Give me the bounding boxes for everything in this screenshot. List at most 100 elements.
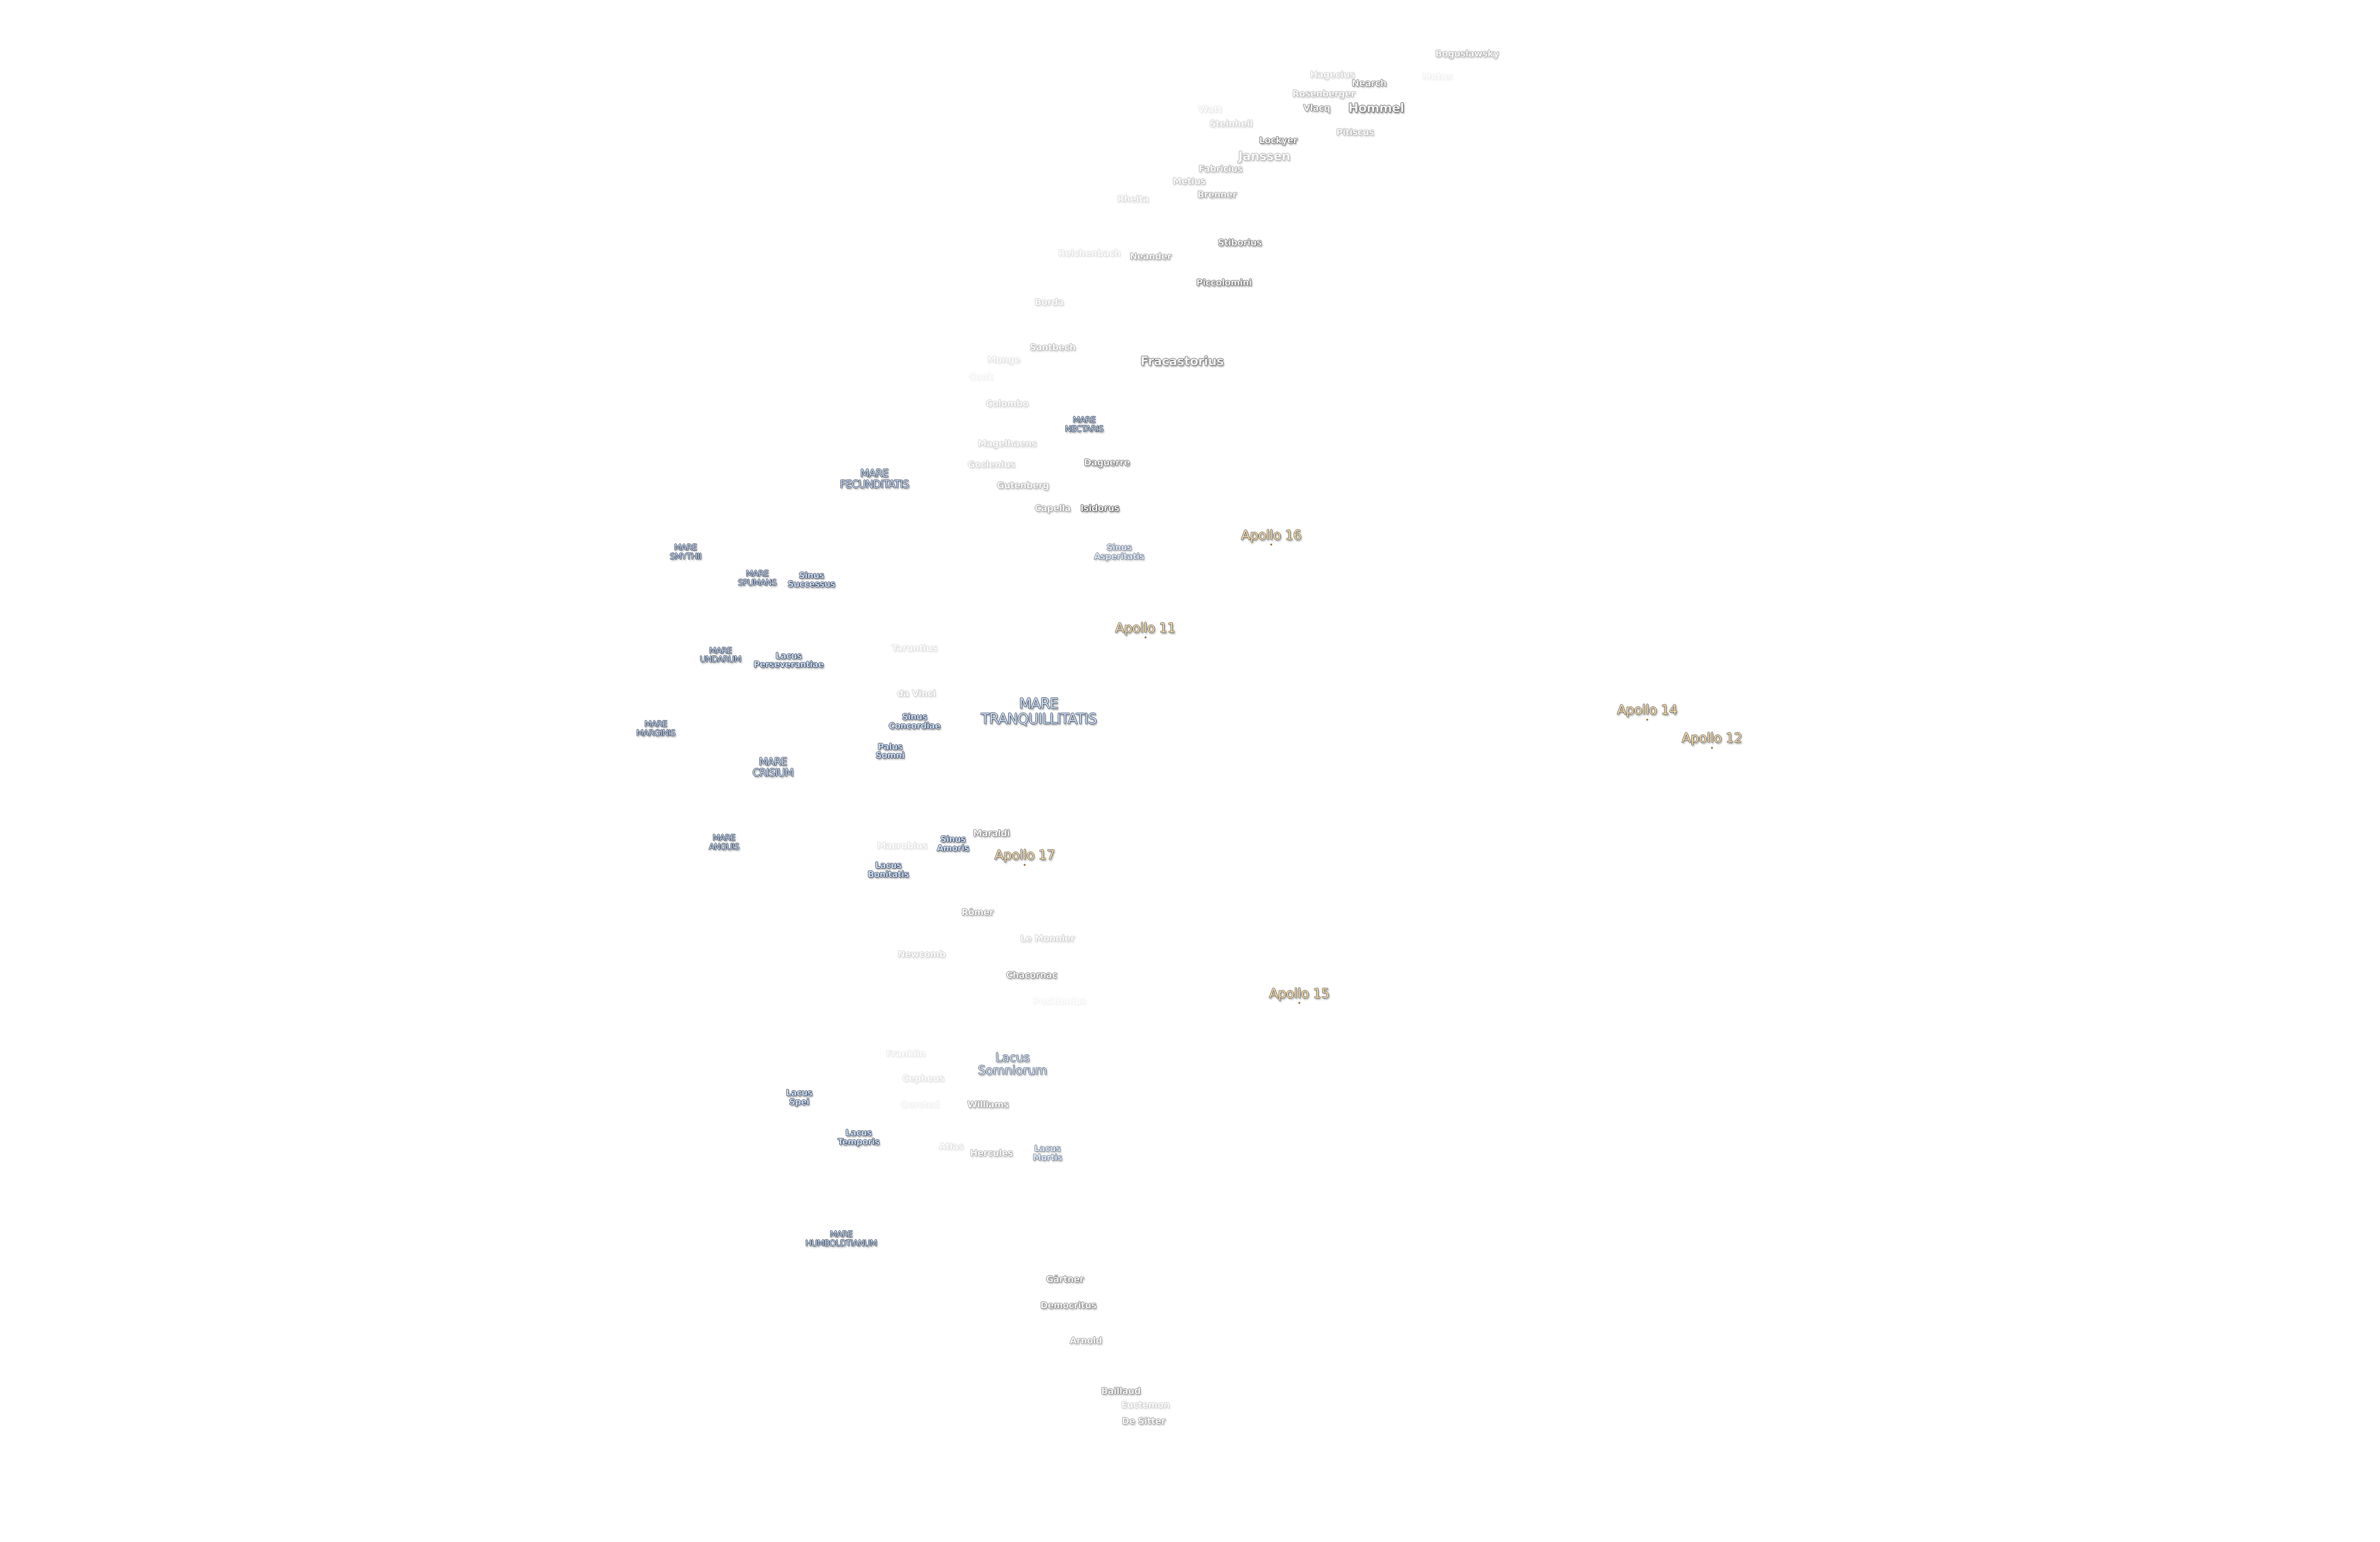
feature-label-pitiscus[interactable]: Pitiscus <box>1336 128 1374 138</box>
feature-name: De Sitter <box>1121 1415 1166 1426</box>
feature-label-watt[interactable]: Watt <box>1198 105 1222 115</box>
feature-label-baillaud[interactable]: Baillaud <box>1101 1386 1140 1396</box>
feature-label-mare-humboldtianum[interactable]: MARE HUMBOLDTIANUM <box>805 1229 877 1249</box>
feature-label-cepheus[interactable]: Cepheus <box>902 1074 944 1084</box>
feature-label-taruntius[interactable]: Taruntius <box>892 643 937 653</box>
feature-label-lockyer[interactable]: Lockyer <box>1259 136 1298 146</box>
feature-label-lacus-spei[interactable]: Lacus Spei <box>786 1088 813 1107</box>
feature-label-lacus-temporis[interactable]: Lacus Temporis <box>838 1129 880 1147</box>
feature-label-rosenberger[interactable]: Rosenberger <box>1292 89 1355 99</box>
feature-label-lacus-mortis[interactable]: Lacus Mortis <box>1033 1145 1062 1163</box>
feature-name: Franklin <box>886 1048 926 1059</box>
feature-label-capella[interactable]: Capella <box>1035 504 1071 514</box>
feature-label-sinus-amoris[interactable]: Sinus Amoris <box>937 835 969 853</box>
feature-label-lacus-somniorum[interactable]: Lacus Somniorum <box>978 1051 1047 1078</box>
feature-name: Römer <box>961 907 994 918</box>
feature-label-römer[interactable]: Römer <box>961 907 994 918</box>
feature-label-gärtner[interactable]: Gärtner <box>1046 1275 1084 1285</box>
feature-label-democritus[interactable]: Democritus <box>1041 1301 1097 1311</box>
feature-label-mare-tranquillitatis[interactable]: MARE TRANQUILLITATIS <box>981 696 1097 727</box>
feature-label-macrobius[interactable]: Macrobius <box>877 841 928 851</box>
landing-site-apollo-14[interactable]: Apollo 14 <box>1617 703 1677 721</box>
feature-label-brenner[interactable]: Brenner <box>1197 190 1237 200</box>
landing-site-apollo-16[interactable]: Apollo 16 <box>1241 527 1301 546</box>
feature-name: Brenner <box>1197 189 1237 200</box>
feature-label-franklin[interactable]: Franklin <box>886 1049 926 1059</box>
feature-label-oersted[interactable]: Oersted <box>900 1100 939 1110</box>
feature-label-isidorus[interactable]: Isidorus <box>1081 504 1120 514</box>
landing-site-apollo-15[interactable]: Apollo 15 <box>1269 986 1329 1004</box>
feature-label-newcomb[interactable]: Newcomb <box>898 949 946 959</box>
feature-label-mare-anguis[interactable]: MARE ANGUIS <box>709 833 740 852</box>
feature-label-janssen[interactable]: Janssen <box>1238 149 1290 163</box>
feature-name: Fabricius <box>1198 164 1243 175</box>
feature-name: MARE SMYTHII <box>669 542 702 562</box>
feature-label-hommel[interactable]: Hommel <box>1348 101 1404 115</box>
landing-site-apollo-11[interactable]: Apollo 11 <box>1115 621 1176 639</box>
feature-name: MARE MARGINIS <box>636 719 676 738</box>
feature-label-cook[interactable]: Cook <box>969 373 993 383</box>
feature-label-rheita[interactable]: Rheita <box>1117 194 1149 204</box>
feature-label-arnold[interactable]: Arnold <box>1070 1336 1102 1346</box>
landing-site-apollo-17[interactable]: Apollo 17 <box>994 847 1055 866</box>
feature-label-mare-marginis[interactable]: MARE MARGINIS <box>636 719 676 738</box>
feature-name: Apollo 16 <box>1241 527 1301 543</box>
feature-name: Cook <box>969 372 993 383</box>
feature-label-hercules[interactable]: Hercules <box>970 1149 1013 1159</box>
feature-label-atlas[interactable]: Atlas <box>939 1142 963 1152</box>
feature-label-sinus-asperitatis[interactable]: Sinus Asperitatis <box>1094 543 1144 562</box>
feature-name: Isidorus <box>1080 503 1120 514</box>
feature-label-hagecius[interactable]: Hagecius <box>1310 70 1355 80</box>
landing-site-marker-icon <box>1646 719 1648 721</box>
feature-label-fracastorius[interactable]: Fracastorius <box>1140 355 1224 368</box>
feature-label-sinus-concordiae[interactable]: Sinus Concordiae <box>889 712 941 731</box>
feature-name: MARE HUMBOLDTIANUM <box>805 1229 877 1249</box>
feature-label-piccolomini[interactable]: Piccolomini <box>1196 278 1252 288</box>
feature-label-metius[interactable]: Metius <box>1172 177 1206 187</box>
feature-label-maraldi[interactable]: Maraldi <box>973 829 1010 839</box>
feature-label-goclenius[interactable]: Goclenius <box>968 460 1015 470</box>
feature-label-nearch[interactable]: Nearch <box>1352 79 1387 89</box>
feature-label-posidonius[interactable]: Posidonius <box>1033 997 1086 1007</box>
feature-label-lacus-perseverantiae[interactable]: Lacus Perseverantiae <box>754 652 824 670</box>
feature-label-da-vinci[interactable]: da Vinci <box>897 689 936 699</box>
feature-label-daguerre[interactable]: Daguerre <box>1084 458 1130 468</box>
feature-label-palus-somni[interactable]: Palus Somni <box>875 742 904 761</box>
feature-label-mare-fecunditatis[interactable]: MARE FECUNDITATIS <box>840 468 909 490</box>
feature-label-stiborius[interactable]: Stiborius <box>1218 238 1262 248</box>
feature-name: Le Monnier <box>1020 933 1075 944</box>
feature-name: Democritus <box>1040 1300 1097 1311</box>
feature-label-borda[interactable]: Borda <box>1035 297 1064 307</box>
feature-label-lacus-bonitatis[interactable]: Lacus Bonitatis <box>868 861 909 880</box>
feature-label-gutenberg[interactable]: Gutenberg <box>997 481 1049 491</box>
feature-label-santbech[interactable]: Santbech <box>1030 343 1076 353</box>
feature-label-neander[interactable]: Neander <box>1130 252 1171 262</box>
feature-label-le-monnier[interactable]: Le Monnier <box>1020 933 1075 944</box>
landing-site-apollo-12[interactable]: Apollo 12 <box>1682 731 1742 749</box>
feature-label-de-sitter[interactable]: De Sitter <box>1121 1415 1166 1426</box>
feature-label-reichenbach[interactable]: Reichenbach <box>1058 248 1121 258</box>
feature-name: Apollo 17 <box>994 847 1055 863</box>
feature-label-mare-smythii[interactable]: MARE SMYTHII <box>669 542 702 562</box>
feature-label-euctemon[interactable]: Euctemon <box>1121 1401 1170 1411</box>
feature-label-mare-nectaris[interactable]: MARE NECTARIS <box>1065 415 1104 434</box>
feature-label-mutus[interactable]: Mutus <box>1422 72 1453 82</box>
feature-label-steinheil[interactable]: Steinheil <box>1210 119 1253 129</box>
feature-label-mare-crisium[interactable]: MARE CRISIUM <box>753 756 794 779</box>
feature-name: Goclenius <box>968 459 1015 470</box>
feature-label-boguslawsky[interactable]: Boguslawsky <box>1435 49 1499 59</box>
feature-name: Mutus <box>1422 71 1453 82</box>
feature-label-magelhaens[interactable]: Magelhaens <box>978 439 1037 449</box>
feature-label-colombo[interactable]: Colombo <box>986 399 1029 409</box>
feature-label-sinus-successus[interactable]: Sinus Successus <box>788 571 835 590</box>
feature-label-fabricius[interactable]: Fabricius <box>1198 164 1243 175</box>
feature-name: Euctemon <box>1121 1400 1170 1411</box>
feature-label-mare-undarum[interactable]: MARE UNDARUM <box>700 646 742 665</box>
feature-label-mare-spumans[interactable]: MARE SPUMANS <box>738 569 777 588</box>
feature-label-chacornac[interactable]: Chacornac <box>1006 970 1058 980</box>
feature-label-monge[interactable]: Monge <box>987 355 1021 365</box>
feature-label-williams[interactable]: Williams <box>967 1100 1009 1110</box>
feature-label-vlacq[interactable]: Vlacq <box>1303 103 1330 113</box>
feature-name: Maraldi <box>973 828 1010 839</box>
